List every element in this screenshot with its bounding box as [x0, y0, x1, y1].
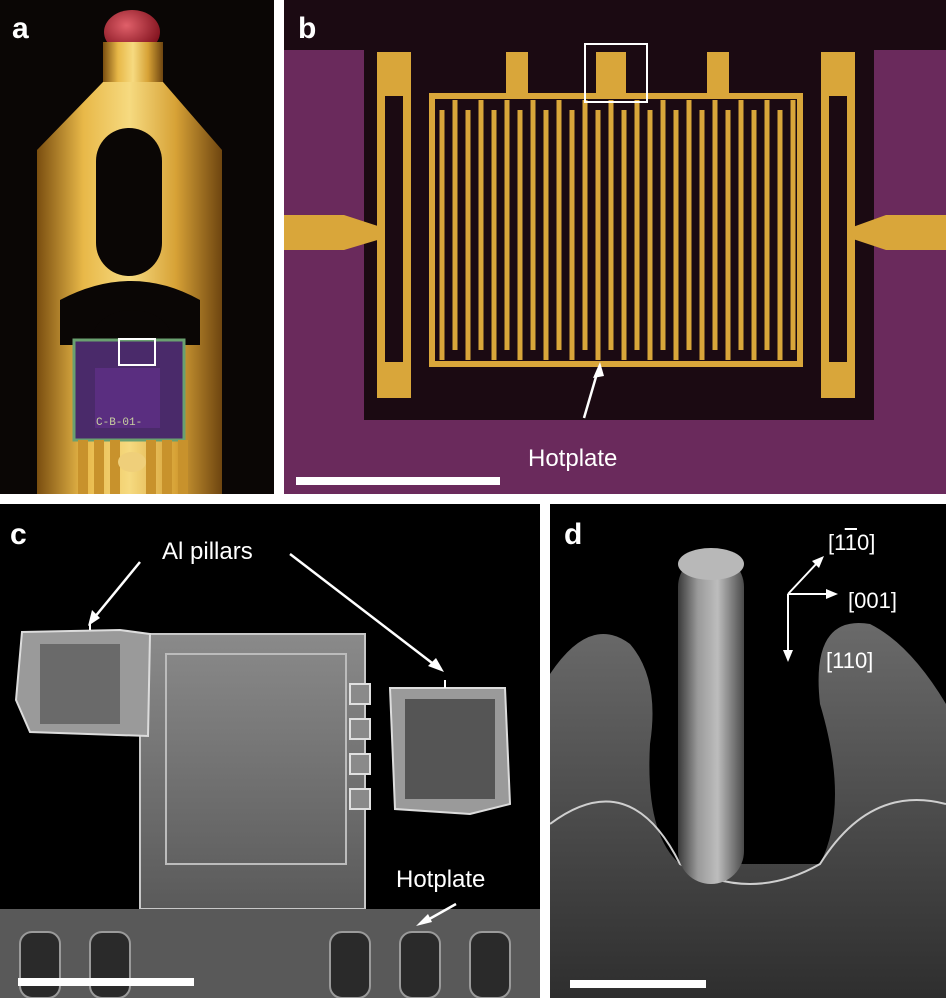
scale-bar-d [570, 980, 706, 988]
hotplate-meander-illustration [284, 43, 946, 494]
axis-label-1-10: [110] [828, 532, 875, 554]
panel-c-label: c [10, 518, 27, 551]
hotplate-label-c: Hotplate [396, 866, 486, 893]
panel-b-hotplate-micrograph: Hotplate b [284, 0, 946, 494]
panel-d-label: d [564, 518, 583, 551]
gold-holder-illustration [37, 10, 222, 494]
hotplate-label-b: Hotplate [528, 445, 618, 472]
panel-d-sem-pillar: [110] [001] [110] d [550, 504, 946, 998]
sem-pillar-illustration [550, 548, 946, 998]
axis-1-prefix: [1 [828, 530, 845, 555]
panel-a-label: a [12, 12, 29, 45]
panel-a-gold-holder-photo: C-B-01- a [0, 0, 274, 494]
scale-bar-b [296, 477, 500, 485]
panel-c-sem-overview: Al pillars Hotplate c [0, 504, 540, 998]
scale-bar-c [18, 978, 194, 986]
axis-label-001: [001] [848, 588, 897, 613]
sem-structure-illustration [0, 553, 540, 998]
panel-b-label: b [298, 12, 317, 45]
chip-marking-text: C-B-01- [96, 417, 143, 429]
al-pillars-label: Al pillars [162, 538, 253, 565]
axis-1-bar-digit: 1 [844, 530, 857, 555]
axis-1-suffix: 0] [856, 530, 876, 555]
axis-label-110: [110] [826, 648, 874, 673]
